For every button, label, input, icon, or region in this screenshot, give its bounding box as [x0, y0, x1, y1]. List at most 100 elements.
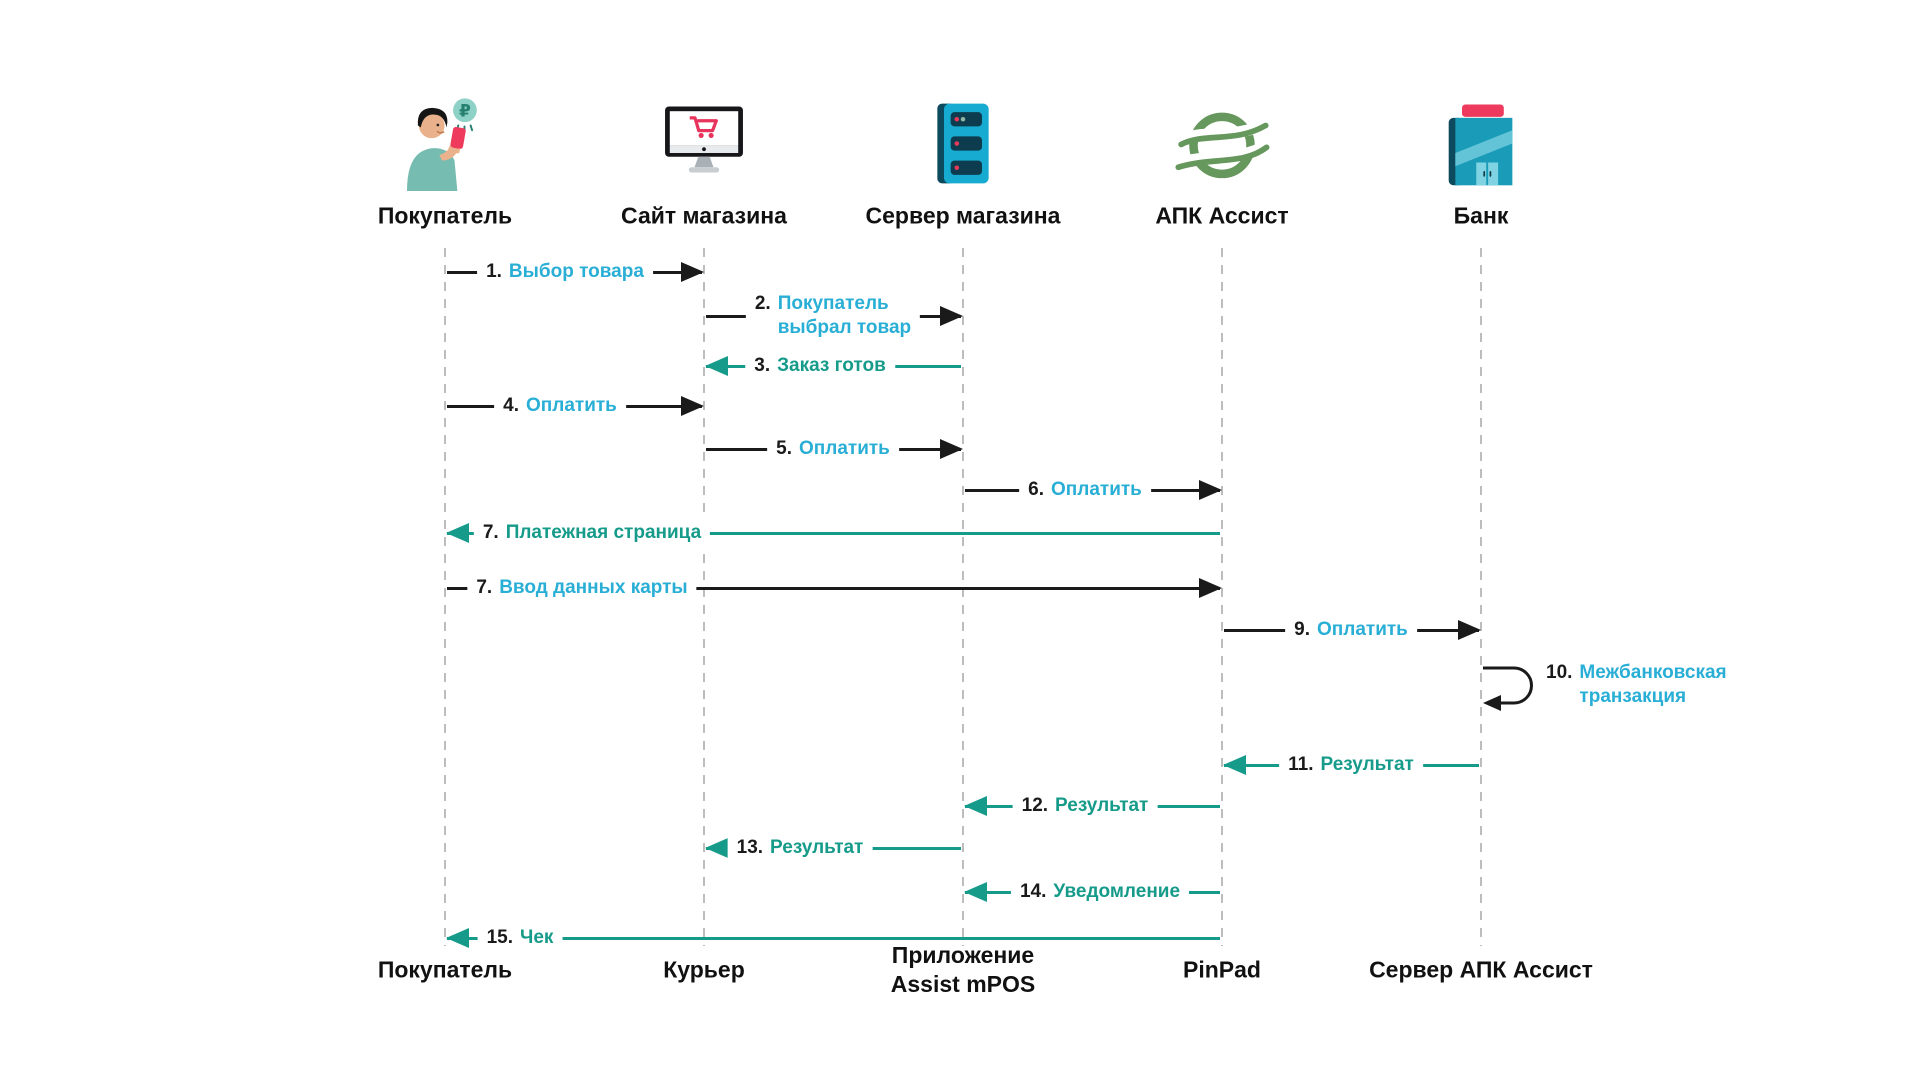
message-number: 7. [476, 577, 493, 598]
arrowhead-icon [964, 882, 987, 902]
lifeline [1480, 248, 1482, 946]
message-line [1224, 628, 1479, 632]
message-text: Результат [770, 837, 864, 858]
message-number: 5. [776, 438, 792, 459]
message-line [965, 804, 1220, 808]
message-label: 3. Заказ готов [745, 353, 895, 379]
message-text: Оплатить [1050, 479, 1142, 500]
message-number: 10. [1546, 662, 1573, 683]
message-label: 11. Результат [1279, 752, 1423, 778]
arrowhead-icon [1223, 755, 1246, 775]
actor-bottom-label: Сервер АПК Ассист [1369, 956, 1593, 983]
message-label: 4. Оплатить [494, 393, 626, 419]
message-number: 3. [754, 355, 771, 376]
arrowhead-icon [940, 306, 963, 326]
arrowhead-icon [1199, 578, 1222, 598]
actor-bottom-label: Покупатель [377, 956, 513, 983]
message-line [447, 531, 1220, 535]
actor-bottom-label: Курьер [663, 956, 745, 983]
message-label: 2. Покупатель выбрал товар [745, 291, 921, 341]
message-label: 9. Оплатить [1285, 617, 1417, 643]
lifeline [962, 248, 964, 946]
message-line [706, 846, 961, 850]
message-number: 2. [754, 293, 771, 314]
actor-bottom-label: PinPad [1183, 956, 1261, 983]
actor-top-label: АПК Ассист [1155, 202, 1289, 229]
arrowhead-icon [681, 396, 704, 416]
message-line [965, 488, 1220, 492]
arrowhead-icon [705, 838, 728, 858]
message-text: Платежная страница [505, 522, 702, 543]
arrowhead-icon [446, 523, 469, 543]
message-label: 10. Межбанковская транзакция [1537, 660, 1736, 710]
message-line [706, 314, 961, 318]
message-line [447, 404, 702, 408]
message-number: 1. [486, 261, 502, 282]
message-label: 7. Ввод данных карты [467, 575, 697, 601]
svg-text:₽: ₽ [459, 101, 471, 121]
actor-top-label: Банк [1453, 202, 1509, 229]
message-label: 1. Выбор товара [477, 259, 653, 285]
message-line [447, 586, 1220, 590]
message-label: 7. Платежная страница [473, 520, 711, 546]
arrowhead-icon [446, 928, 469, 948]
message-number: 11. [1288, 754, 1314, 775]
message-label: 6. Оплатить [1019, 477, 1151, 503]
arrowhead-icon [1458, 620, 1481, 640]
arrowhead-icon [940, 439, 963, 459]
message-line [706, 364, 961, 368]
message-number: 4. [503, 395, 519, 416]
assist-logo-icon [1172, 96, 1272, 191]
arrowhead-icon [1199, 480, 1222, 500]
actor-top-label: Сервер магазина [865, 202, 1061, 229]
message-number: 13. [736, 837, 764, 858]
monitor-cart-icon [654, 96, 754, 191]
message-text: Заказ готов [777, 355, 886, 376]
message-line [965, 890, 1220, 894]
message-text: Оплатить [525, 395, 617, 416]
bank-icon [1431, 96, 1531, 191]
arrowhead-icon [964, 796, 987, 816]
message-text: Покупатель [777, 293, 889, 314]
actor-top-label: Сайт магазина [621, 202, 787, 229]
self-loop-arrow [1483, 666, 1533, 711]
message-text: Выбор товара [508, 261, 644, 282]
message-text: Оплатить [1316, 619, 1408, 640]
actor-top-label: Покупатель [377, 202, 513, 229]
message-number: 15. [486, 927, 513, 948]
message-text: Чек [519, 927, 554, 948]
arrowhead-icon [705, 356, 728, 376]
message-number: 9. [1294, 619, 1310, 640]
server-icon [913, 96, 1013, 191]
message-text: Межбанковская [1579, 662, 1727, 683]
message-label: 15. Чек [477, 925, 563, 951]
message-label: 12. Результат [1012, 793, 1158, 819]
message-line [447, 936, 1220, 940]
lifeline [703, 248, 705, 946]
lifeline [1221, 248, 1223, 946]
message-text: Ввод данных карты [499, 577, 688, 598]
message-number: 7. [482, 522, 499, 543]
message-line [447, 270, 702, 274]
